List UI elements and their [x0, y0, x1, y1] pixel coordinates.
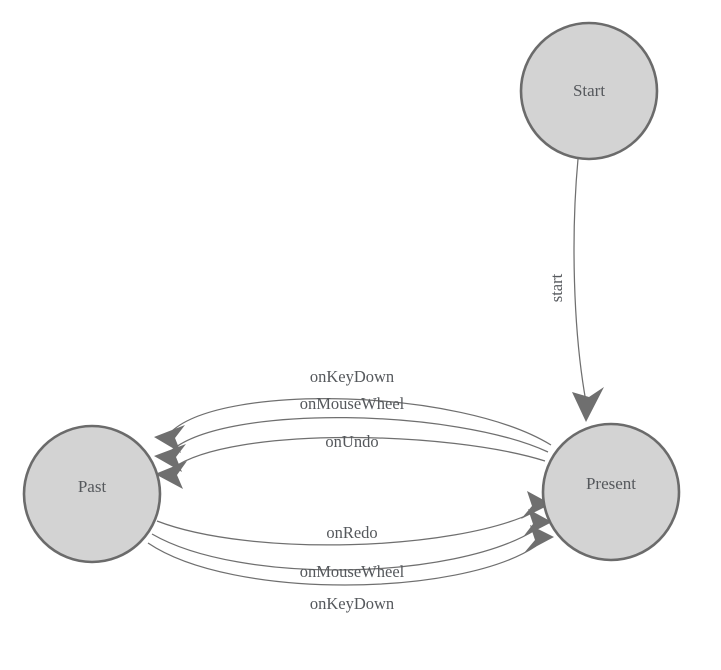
edge-mousewheel-down-arrowhead — [523, 509, 552, 537]
edge-undo[interactable]: onUndo — [155, 432, 546, 489]
node-present[interactable]: Present — [541, 422, 681, 562]
edge-mousewheel-down-label: onMouseWheel — [300, 562, 405, 581]
node-start-label: Start — [573, 81, 605, 100]
edge-keydown-up-path — [171, 398, 552, 446]
edge-start-path — [573, 158, 587, 403]
node-present-circle — [541, 422, 681, 562]
edge-redo-path — [156, 511, 535, 546]
node-past-label: Past — [78, 477, 107, 496]
edge-start-label: start — [547, 273, 566, 302]
node-past-circle — [22, 424, 162, 564]
edge-redo-arrowhead — [521, 491, 551, 519]
edge-redo[interactable]: onRedo — [156, 491, 551, 546]
edge-keydown-down[interactable]: onKeyDown — [147, 525, 554, 613]
edge-undo-path — [172, 436, 546, 469]
edge-mousewheel-down[interactable]: onMouseWheel — [151, 509, 552, 581]
edge-mousewheel-down-path — [151, 529, 536, 571]
edge-undo-label: onUndo — [325, 432, 378, 451]
node-present-label: Present — [586, 474, 636, 493]
edge-mousewheel-up-label: onMouseWheel — [300, 394, 405, 413]
node-past[interactable]: Past — [22, 424, 162, 564]
edge-undo-arrowhead — [155, 461, 187, 489]
edge-start[interactable]: start — [547, 158, 604, 422]
edge-keydown-down-label: onKeyDown — [310, 594, 394, 613]
edge-keydown-down-path — [147, 542, 537, 586]
node-start-circle — [519, 21, 659, 161]
edge-keydown-down-arrowhead — [524, 525, 554, 553]
edge-redo-label: onRedo — [326, 523, 377, 542]
edge-keydown-up-label: onKeyDown — [310, 367, 394, 386]
edge-mousewheel-up-path — [171, 416, 549, 453]
node-start[interactable]: Start — [519, 21, 659, 161]
edge-start-arrowhead — [572, 387, 604, 422]
